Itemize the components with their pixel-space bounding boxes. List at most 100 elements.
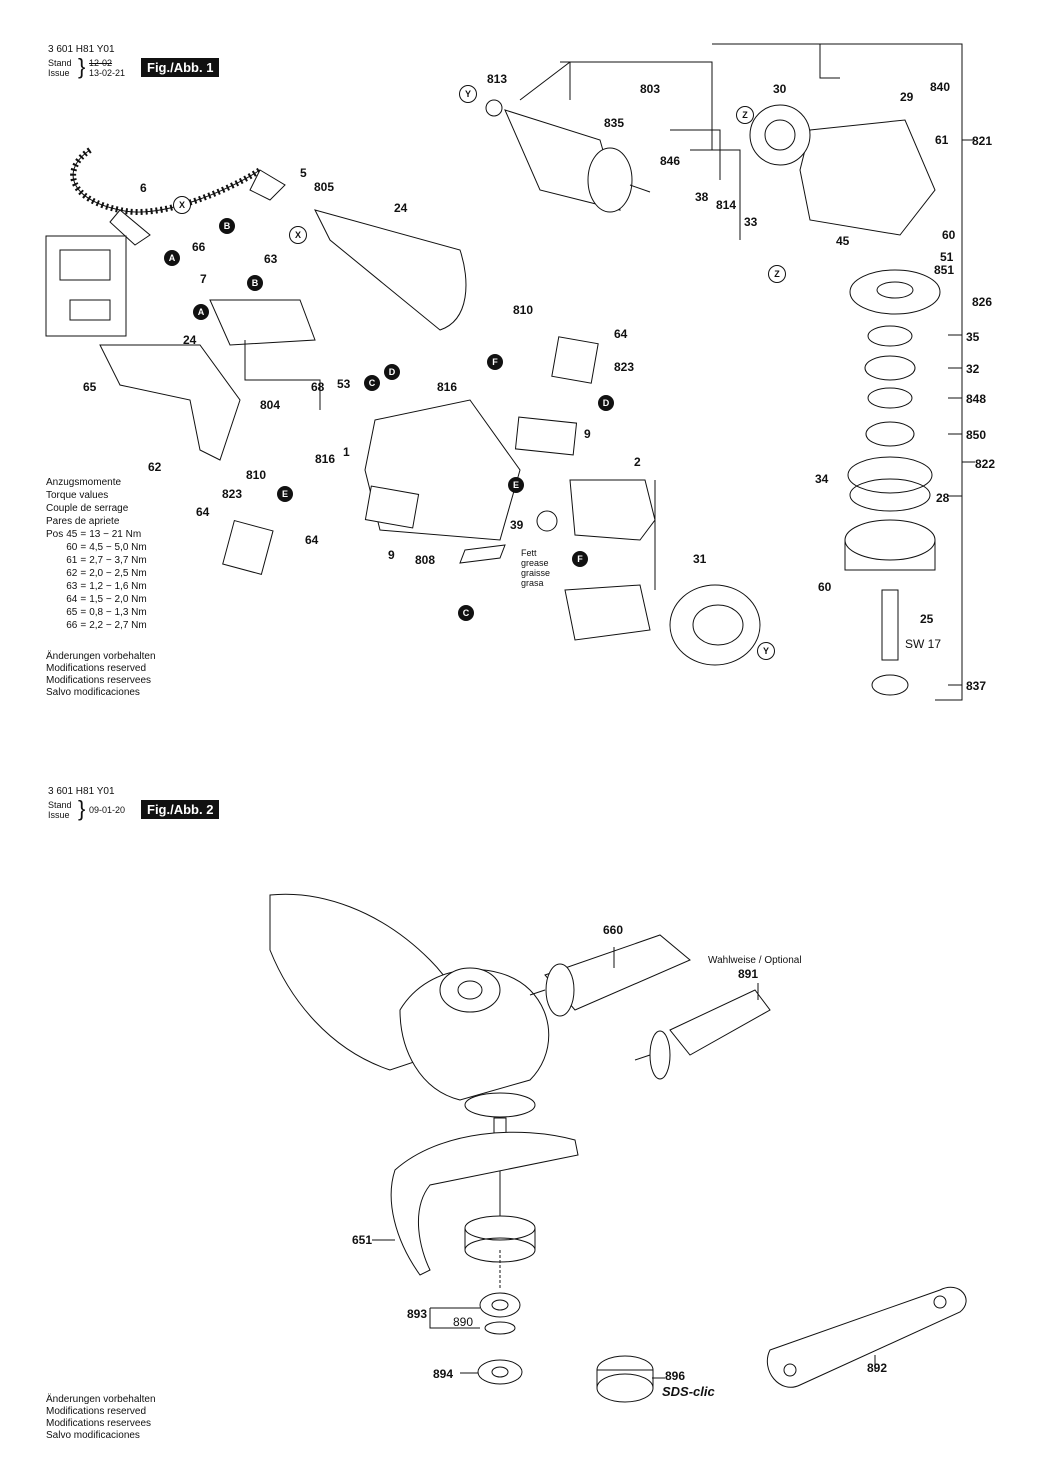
callout-label: 2 bbox=[634, 455, 641, 469]
callout-label: 28 bbox=[936, 491, 950, 505]
modifications-note-2: Änderungen vorbehalten Modifications res… bbox=[46, 1394, 156, 1441]
callout-label: 62 bbox=[148, 460, 162, 474]
callout-label: 896 bbox=[665, 1369, 686, 1383]
callout-label: 60 bbox=[942, 228, 956, 242]
callout-label: 810 bbox=[513, 303, 534, 317]
callout-label: 893 bbox=[407, 1307, 428, 1321]
connector-marker: X bbox=[173, 196, 191, 214]
callout-label: 64 bbox=[614, 327, 628, 341]
connector-marker: E bbox=[508, 477, 524, 493]
connector-marker: X bbox=[289, 226, 307, 244]
callout-label: 816 bbox=[437, 380, 458, 394]
callout-label: 38 bbox=[695, 190, 709, 204]
callout-label: 51 bbox=[940, 250, 954, 264]
callout-label: 24 bbox=[183, 333, 197, 347]
callout-label: 31 bbox=[693, 552, 707, 566]
callout-label: 850 bbox=[966, 428, 987, 442]
table-row: 60=4,5 − 5,0 Nm bbox=[66, 542, 147, 553]
figure-1-label: Fig./Abb. 1 bbox=[141, 58, 220, 77]
callout-label: 45 bbox=[836, 234, 850, 248]
connector-marker: D bbox=[384, 364, 400, 380]
modifications-note-1: Änderungen vorbehalten Modifications res… bbox=[46, 651, 156, 698]
connector-marker: C bbox=[458, 605, 474, 621]
table-row: 64=1,5 − 2,0 Nm bbox=[66, 594, 147, 605]
callout-label: 823 bbox=[614, 360, 635, 374]
issue-value: 13-02-21 bbox=[89, 68, 126, 78]
exploded-view-figure-2 bbox=[269, 893, 967, 1403]
connector-marker: Z bbox=[736, 106, 754, 124]
callout-label: 816 bbox=[315, 452, 336, 466]
sds-clic-logo: SDS-clic bbox=[662, 1384, 715, 1399]
callout-label: 63 bbox=[264, 252, 278, 266]
callout-label: 835 bbox=[604, 116, 625, 130]
callout-label: 892 bbox=[867, 1361, 888, 1375]
callout-label: 68 bbox=[311, 380, 325, 394]
torque-heading: Anzugsmomente bbox=[46, 477, 122, 488]
callout-label: 805 bbox=[314, 180, 335, 194]
callout-label: 823 bbox=[222, 487, 243, 501]
callout-label: 826 bbox=[972, 295, 993, 309]
callout-label: 35 bbox=[966, 330, 980, 344]
torque-heading: Couple de serrage bbox=[46, 503, 129, 514]
document-number: 3 601 H81 Y01 bbox=[48, 44, 115, 55]
callout-label: 9 bbox=[584, 427, 591, 441]
grease-note: Fett grease graisse grasa bbox=[521, 548, 551, 588]
connector-marker: A bbox=[193, 304, 209, 320]
callout-label: 891 bbox=[738, 967, 759, 981]
callout-label: 840 bbox=[930, 80, 951, 94]
callout-label: 660 bbox=[603, 923, 624, 937]
callout-label: 808 bbox=[415, 553, 436, 567]
callout-label: 848 bbox=[966, 392, 987, 406]
exploded-view-figure-1 bbox=[45, 43, 975, 701]
callout-label: 66 bbox=[192, 240, 206, 254]
document-number: 3 601 H81 Y01 bbox=[48, 786, 115, 797]
table-row: 65=0,8 − 1,3 Nm bbox=[66, 607, 147, 618]
brace: } bbox=[78, 796, 86, 821]
connector-marker: B bbox=[219, 218, 235, 234]
callout-label: 1 bbox=[343, 445, 350, 459]
callout-label: 25 bbox=[920, 612, 934, 626]
callout-label: 34 bbox=[815, 472, 829, 486]
callout-label: 813 bbox=[487, 72, 508, 86]
stand-value: 12-02 bbox=[89, 58, 113, 68]
callout-label: 837 bbox=[966, 679, 987, 693]
callout-label: 5 bbox=[300, 166, 307, 180]
connector-marker: C bbox=[364, 375, 380, 391]
stand-label: Stand bbox=[48, 800, 72, 810]
connector-marker: E bbox=[277, 486, 293, 502]
callout-label: 53 bbox=[337, 377, 351, 391]
callout-label: 65 bbox=[83, 380, 97, 394]
callout-label: 32 bbox=[966, 362, 980, 376]
optional-note: Wahlweise / Optional bbox=[708, 955, 802, 966]
table-row: 61=2,7 − 3,7 Nm bbox=[66, 555, 147, 566]
callout-label: 33 bbox=[744, 215, 758, 229]
connector-marker: Z bbox=[768, 265, 786, 283]
callout-label: 890 bbox=[453, 1315, 474, 1329]
callout-label: 30 bbox=[773, 82, 787, 96]
table-row: 62=2,0 − 2,5 Nm bbox=[66, 568, 147, 579]
callout-label: 24 bbox=[394, 201, 408, 215]
table-row: 66=2,2 − 2,7 Nm bbox=[66, 620, 147, 631]
connector-marker: F bbox=[487, 354, 503, 370]
callout-label: 810 bbox=[246, 468, 267, 482]
torque-heading: Pares de apriete bbox=[46, 516, 120, 527]
connector-marker: D bbox=[598, 395, 614, 411]
stand-label: Stand bbox=[48, 58, 72, 68]
connector-marker: Y bbox=[757, 642, 775, 660]
callout-label: 9 bbox=[388, 548, 395, 562]
callout-label: 851 bbox=[934, 263, 955, 277]
callout-label: 651 bbox=[352, 1233, 373, 1247]
torque-heading: Torque values bbox=[46, 490, 109, 501]
callout-label: 64 bbox=[305, 533, 319, 547]
callout-label: 804 bbox=[260, 398, 281, 412]
issue-label: Issue bbox=[48, 810, 70, 820]
connector-marker: Y bbox=[459, 85, 477, 103]
wrench-size-label: SW 17 bbox=[905, 637, 942, 651]
table-row: 63=1,2 − 1,6 Nm bbox=[66, 581, 147, 592]
connector-marker: A bbox=[164, 250, 180, 266]
connector-marker: B bbox=[247, 275, 263, 291]
callout-label: 61 bbox=[935, 133, 949, 147]
brace: } bbox=[78, 54, 86, 79]
callout-label: 814 bbox=[716, 198, 737, 212]
callout-label: 822 bbox=[975, 457, 996, 471]
